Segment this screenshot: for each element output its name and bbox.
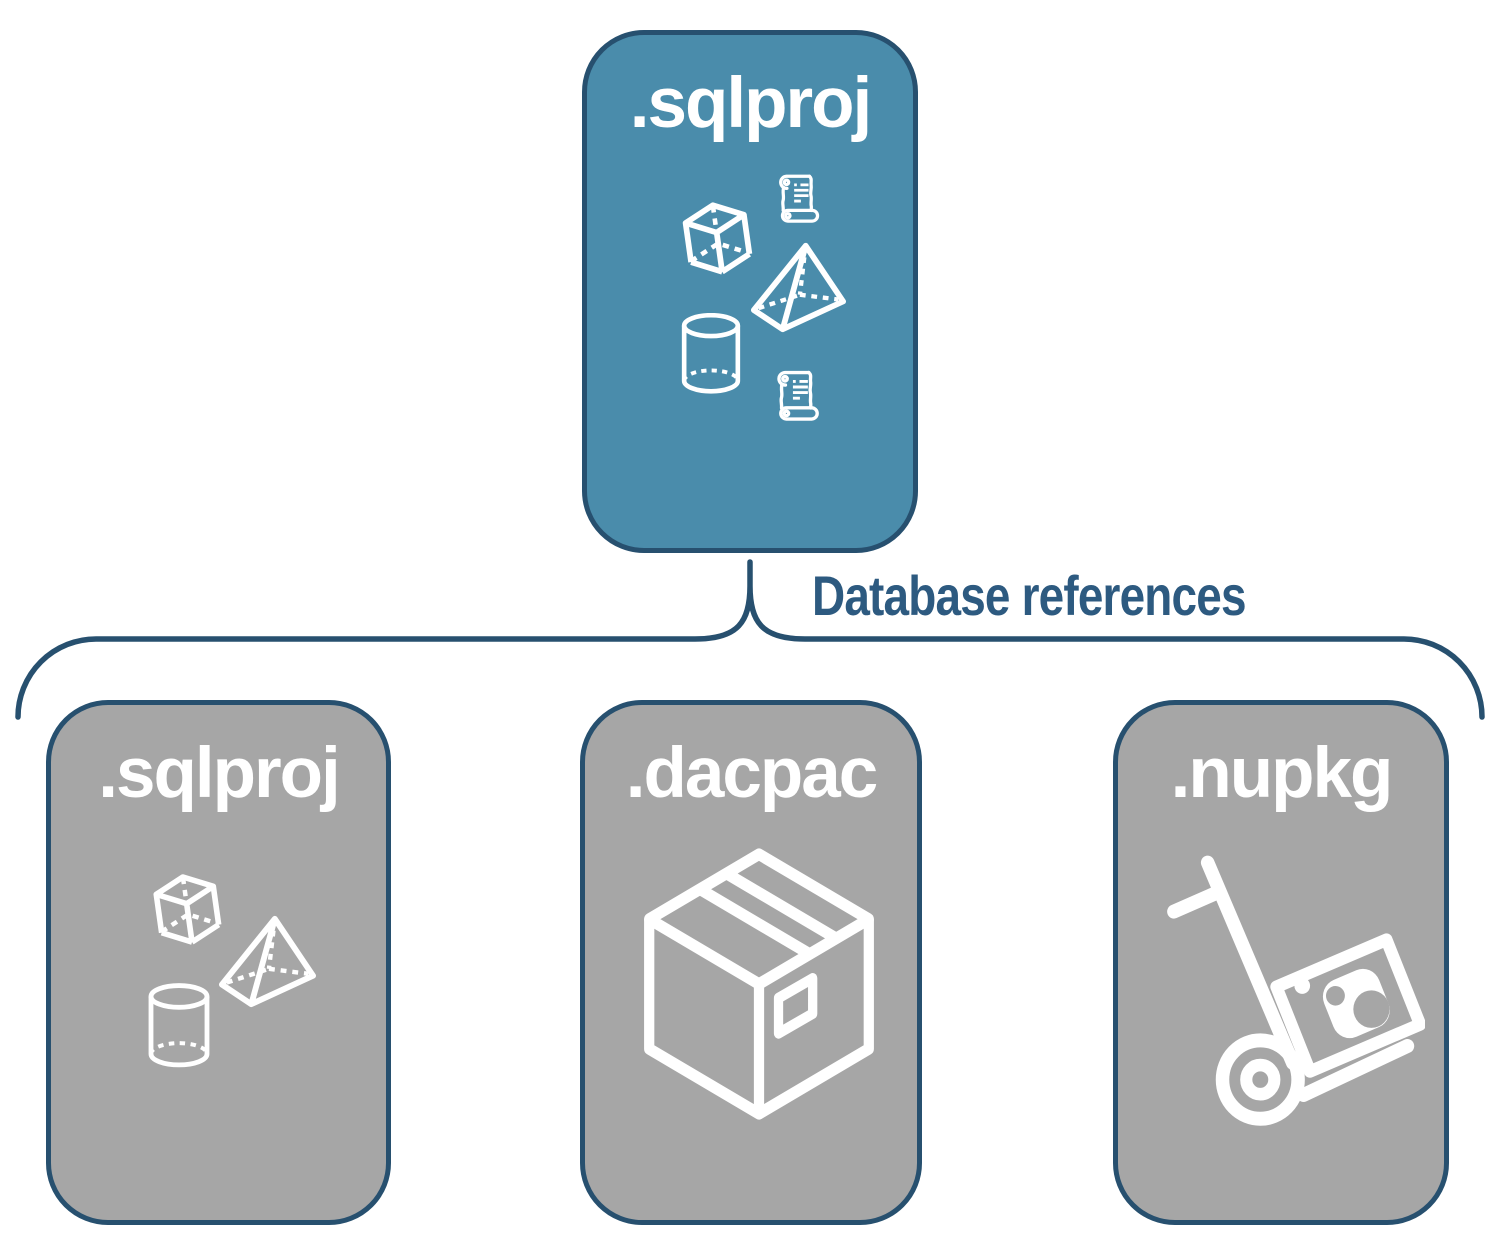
node-label: .sqlproj [629, 64, 872, 143]
node-sqlproj-child: .sqlproj [46, 700, 391, 1225]
node-label: .nupkg [1170, 734, 1394, 813]
node-nupkg: .nupkg [1113, 700, 1449, 1225]
scroll-icon [771, 366, 827, 422]
cylinder-icon [675, 313, 747, 395]
package-box-icon [644, 848, 874, 1120]
pyramid-icon [747, 240, 849, 336]
connector-label: Database references [812, 564, 1247, 627]
node-label: .dacpac [625, 734, 878, 813]
node-sqlproj-root: .sqlproj [582, 30, 918, 553]
nuget-handtruck-icon [1167, 855, 1425, 1126]
pyramid-icon [216, 913, 318, 1011]
node-dacpac: .dacpac [580, 700, 922, 1225]
scroll-icon [773, 170, 827, 224]
cylinder-icon [144, 983, 214, 1069]
node-label: .sqlproj [98, 734, 340, 813]
